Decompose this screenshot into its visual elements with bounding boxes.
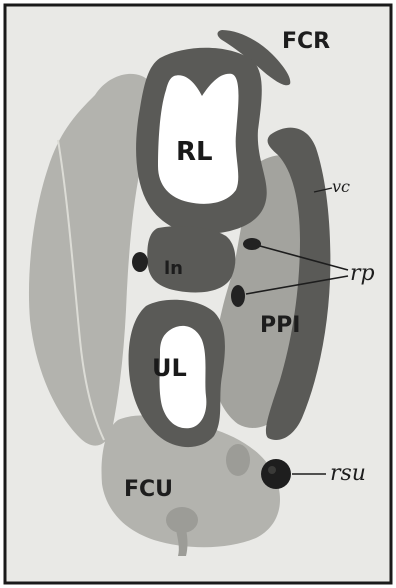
rsu-vessel-highlight — [268, 466, 276, 474]
label-vc: vc — [332, 177, 350, 196]
label-ln: ln — [164, 258, 183, 279]
label-rsu: rsu — [330, 461, 366, 486]
rsu-vessel — [261, 459, 291, 489]
ln-block — [147, 226, 235, 292]
label-fcr: FCR — [282, 29, 330, 54]
fcu-upper-blob — [226, 444, 250, 476]
vessel-dot-mid — [231, 285, 245, 307]
fcu-lobe — [166, 507, 198, 533]
vessel-dot-upper — [243, 238, 261, 250]
label-ul: UL — [152, 354, 187, 382]
vessel-dot-left — [132, 252, 148, 272]
label-fcu: FCU — [124, 477, 173, 502]
label-rp: rp — [350, 261, 375, 286]
label-rl: RL — [176, 137, 213, 167]
label-ppi: PPI — [260, 313, 300, 338]
